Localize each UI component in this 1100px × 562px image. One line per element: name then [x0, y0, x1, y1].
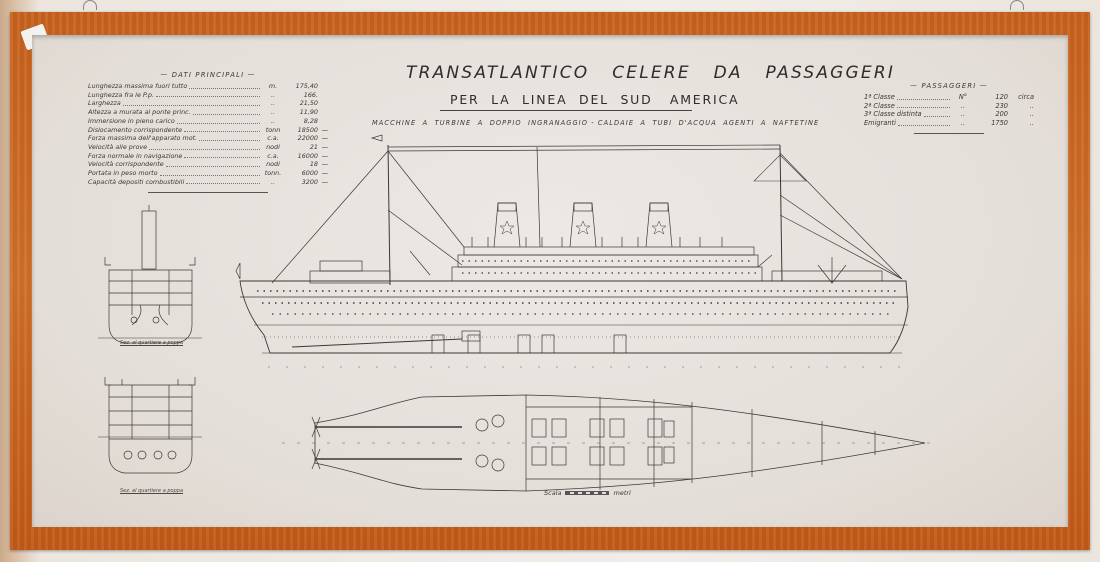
spec-label: Dislocamento corrispondente [88, 125, 183, 134]
main-data-row: Capacità depositi combustibili .. 3200 — [88, 177, 328, 186]
spec-unit: nodi [266, 160, 280, 169]
main-data-row: Immersione in pieno carico .. 8,28 [88, 117, 328, 126]
main-data-row: Dislocamento corrispondente tonn 18500 — [88, 125, 328, 134]
main-data-row: Portata in peso morto tonn. 6000 — [88, 169, 328, 178]
spec-unit: .. [960, 110, 966, 119]
passenger-row: 1ª Classe N° 120 circa [864, 93, 1034, 101]
passenger-count: 200 [995, 110, 1008, 119]
main-data-row: Forza massima dell'apparato mot. c.a. 22… [88, 134, 328, 143]
ship-plan-view [282, 394, 932, 492]
passenger-class: 3ª Classe distinta [864, 110, 922, 119]
spec-value: 11,90 [299, 108, 318, 117]
main-data-row: Forza normale in navigazione c.a. 16000 … [88, 151, 328, 160]
spec-value: 18 [309, 160, 318, 169]
main-data-row: Lunghezza fra le P.p. .. 166. [88, 91, 328, 100]
scale-label: Scala [544, 489, 562, 497]
drawing-subtitle: PER LA LINEA DEL SUD AMERICA [450, 92, 740, 107]
spec-label: Larghezza [88, 99, 121, 108]
spec-value: 22000 [297, 134, 318, 143]
scale-bar: Scala metri [544, 489, 631, 497]
passengers-table: — PASSAGGERI — 1ª Classe N° 120 circa 2ª… [864, 82, 1034, 134]
lower-section-caption: Sez. al quartiere a poppa [120, 488, 184, 494]
lower-cross-section [98, 377, 202, 474]
subtitle-underline [440, 110, 692, 111]
spec-unit: nodi [266, 142, 280, 151]
spec-label: Portata in peso morto [88, 169, 158, 178]
drawing-title: TRANSATLANTICO CELERE DA PASSAGGERI [406, 63, 896, 83]
passenger-row: 2ª Classe .. 230 .. [864, 101, 1034, 110]
spec-label: Forza massima dell'apparato mot. [88, 134, 198, 143]
spec-label: Velocità alle prove [88, 142, 148, 151]
spec-unit: .. [270, 90, 276, 99]
blueprint-sheet: TRANSATLANTICO CELERE DA PASSAGGERI PER … [32, 35, 1068, 527]
main-data-row: Velocità corrispondente nodi 18 — [88, 160, 328, 169]
spec-unit: tonn. [264, 169, 282, 178]
spec-value: 3200 [301, 177, 318, 186]
ship-drawings [98, 134, 932, 492]
spec-unit: .. [270, 116, 276, 125]
spec-unit: m. [268, 82, 278, 90]
main-data-row: Larghezza .. 21,50 [88, 99, 328, 108]
spec-unit: tonn [265, 125, 281, 134]
main-data-row: Velocità alle prove nodi 21 — [88, 142, 328, 151]
spec-label: Lunghezza massima fuori tutto [88, 82, 188, 90]
passenger-count: 230 [995, 101, 1008, 110]
main-data-rule [148, 192, 268, 194]
passenger-count: 120 [995, 93, 1008, 101]
spec-unit: .. [960, 101, 966, 110]
passenger-count: 1750 [991, 119, 1008, 128]
passengers-heading: — PASSAGGERI — [910, 82, 988, 90]
picture-frame: TRANSATLANTICO CELERE DA PASSAGGERI PER … [10, 12, 1090, 550]
upper-section-caption: Sez. al quartiere a poppa [120, 340, 184, 346]
passenger-class: 1ª Classe [864, 93, 895, 101]
spec-value: 175,40 [295, 82, 318, 90]
spec-unit: c.a. [267, 134, 279, 143]
funnels [493, 202, 673, 248]
spec-value: 16000 [297, 151, 318, 160]
spec-unit: .. [960, 119, 966, 128]
spec-unit: .. [270, 177, 276, 186]
spec-label: Altezza a murata al ponte princ. [88, 108, 191, 117]
spec-label: Lunghezza fra le P.p. [88, 90, 155, 99]
spec-label: Capacità depositi combustibili [88, 177, 185, 186]
spec-unit: c.a. [267, 151, 279, 160]
scale-graphic [565, 491, 610, 495]
passenger-row: 3ª Classe distinta .. 200 .. [864, 110, 1034, 119]
spec-value: 6000 [301, 169, 318, 178]
spec-label: Velocità corrispondente [88, 160, 164, 169]
spec-unit: N° [958, 93, 968, 101]
spec-value: 21,50 [299, 99, 318, 108]
spec-label: Forza normale in navigazione [88, 151, 183, 160]
spec-label: Immersione in pieno carico [88, 116, 175, 125]
spec-unit: .. [270, 99, 276, 108]
spec-value: 18500 [297, 125, 318, 134]
spec-value: 166. [303, 90, 318, 99]
spec-unit: .. [270, 108, 276, 117]
passenger-class: Emigranti [864, 119, 896, 128]
main-data-row: Altezza a murata al ponte princ. .. 11,9… [88, 108, 328, 117]
machinery-note: MACCHINE A TURBINE A DOPPIO INGRANAGGIO … [372, 119, 820, 127]
scale-unit: metri [613, 489, 631, 497]
main-data-row: Lunghezza massima fuori tutto m. 175,40 [88, 82, 328, 91]
ship-side-elevation [235, 134, 909, 368]
main-data-heading: — DATI PRINCIPALI — [160, 71, 256, 79]
main-data-table: — DATI PRINCIPALI — Lunghezza massima fu… [88, 71, 328, 194]
spec-value: 8,28 [303, 116, 318, 125]
passengers-rule [914, 132, 984, 134]
passenger-row: Emigranti .. 1750 .. [864, 119, 1034, 128]
spec-value: 21 [309, 142, 318, 151]
hanging-hook [83, 0, 97, 10]
hanging-hook [1010, 0, 1024, 10]
upper-cross-section [98, 205, 202, 344]
passenger-class: 2ª Classe [864, 101, 895, 110]
